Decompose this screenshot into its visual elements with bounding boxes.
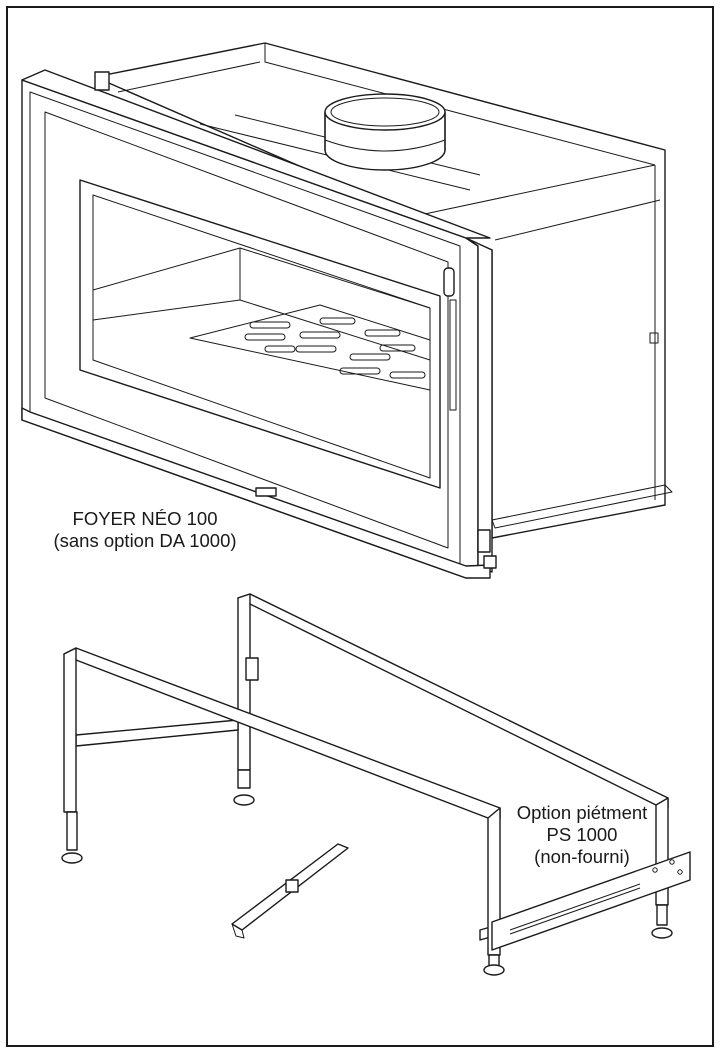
grate bbox=[244, 317, 426, 379]
stand-note: (non-fourni) bbox=[534, 846, 630, 867]
fireplace-subtitle: (sans option DA 1000) bbox=[53, 530, 237, 551]
door-latch bbox=[255, 487, 277, 497]
stand-title: Option piétment bbox=[516, 802, 648, 823]
figure-frame bbox=[6, 6, 714, 1047]
flue-collar bbox=[324, 93, 446, 171]
door-handle bbox=[443, 267, 455, 297]
side-latch bbox=[649, 332, 659, 344]
stand-model: PS 1000 bbox=[546, 824, 618, 845]
fireplace-title: FOYER NÉO 100 bbox=[72, 508, 218, 529]
stand-caption: Option piétment PS 1000 (non-fourni) bbox=[492, 802, 672, 868]
stand-back-rail bbox=[237, 593, 669, 809]
stand-illustration bbox=[61, 593, 691, 976]
fireplace-illustration bbox=[21, 42, 673, 579]
fireplace-caption: FOYER NÉO 100 (sans option DA 1000) bbox=[14, 508, 276, 552]
